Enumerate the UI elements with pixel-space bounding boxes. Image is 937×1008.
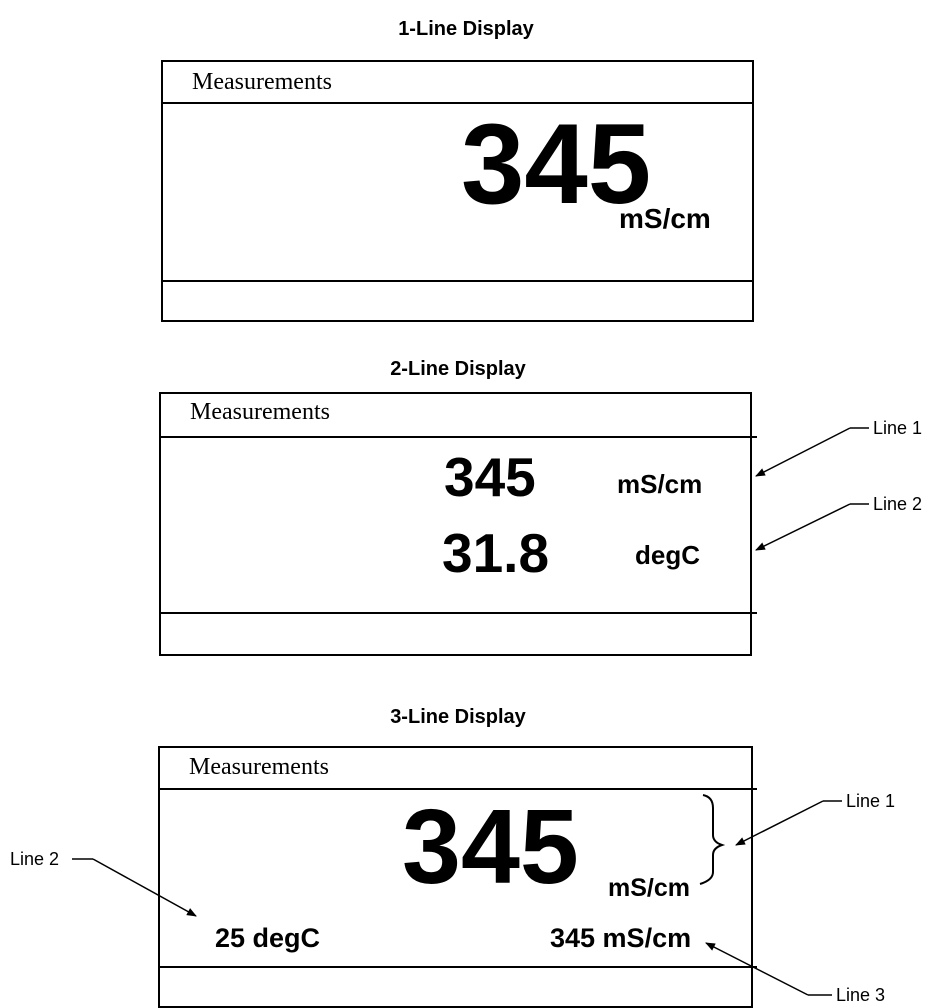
display3-brace	[699, 794, 726, 885]
display2-title: 2-Line Display	[390, 358, 526, 380]
display3-callout-line3: Line 3	[836, 985, 886, 1005]
display2-header: Measurements	[190, 399, 330, 425]
display1-header: Measurements	[192, 69, 332, 95]
display3-line1-unit: mS/cm	[608, 874, 690, 902]
display2-callout-line1: Line 1	[873, 418, 923, 438]
display3-leader-line2	[72, 858, 197, 917]
display1-footer-divider	[163, 280, 752, 282]
display2-line1-unit: mS/cm	[617, 469, 703, 499]
display2-panel: Measurements 345 mS/cm 31.8 degC	[159, 392, 757, 656]
display3-callout-line1: Line 1	[846, 791, 896, 811]
display2-leader-line2	[755, 503, 869, 551]
display3-line1-value: 345	[402, 788, 579, 906]
display3-header: Measurements	[189, 754, 329, 780]
display3-panel: Measurements 345 mS/cm 25 degC 345 mS/cm	[158, 746, 757, 1008]
display2-callout-line2: Line 2	[873, 494, 923, 514]
display2-line2-unit: degC	[635, 540, 700, 570]
display3-leader-line3	[705, 942, 832, 996]
display3-line3-text: 345 mS/cm	[550, 923, 692, 953]
display3-footer-divider	[160, 966, 757, 968]
display3-leader-line1	[735, 800, 842, 846]
display1-value: 345	[461, 101, 652, 228]
display2-footer-divider	[161, 612, 757, 614]
display2-line1-value: 345	[444, 446, 536, 508]
display2-line2-value: 31.8	[442, 522, 550, 584]
display3-callout-line2: Line 2	[10, 849, 60, 869]
display1-unit: mS/cm	[619, 203, 711, 234]
display3-header-divider	[160, 788, 757, 790]
display1-header-divider	[163, 102, 752, 104]
display2-header-divider	[161, 436, 757, 438]
display1-panel: Measurements 345 mS/cm	[161, 60, 754, 322]
display2-leader-line1	[755, 427, 869, 477]
display1-title: 1-Line Display	[398, 18, 534, 40]
display3-title: 3-Line Display	[390, 706, 526, 728]
display3-line2-text: 25 degC	[215, 923, 321, 953]
